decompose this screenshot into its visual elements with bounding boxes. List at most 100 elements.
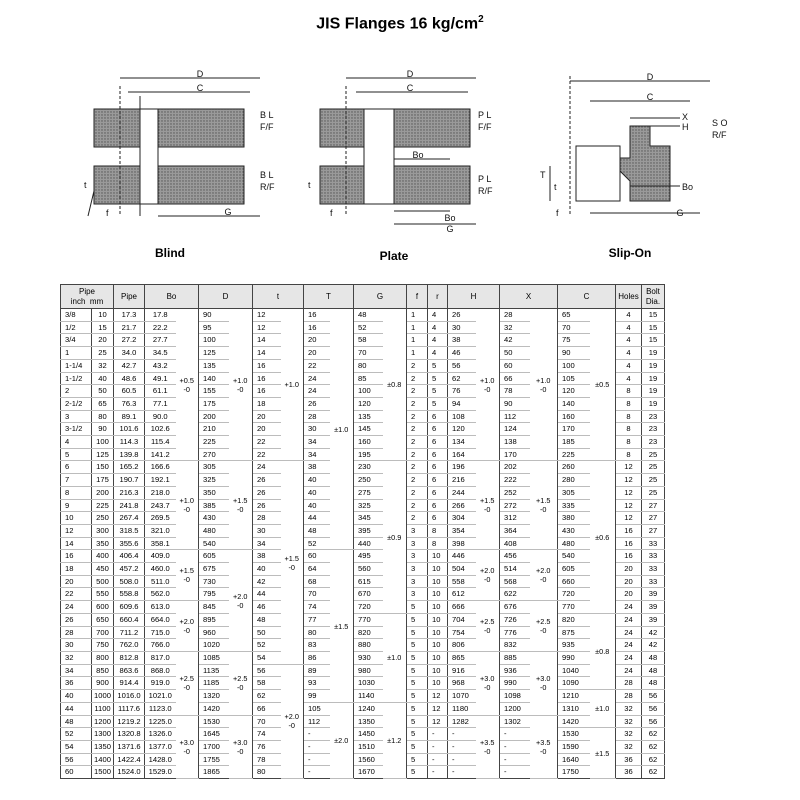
cell-h: 1070 (447, 689, 476, 703)
cell-g: 160 (353, 435, 383, 449)
cell-d: 175 (198, 397, 229, 411)
cell-t: 58 (252, 676, 281, 691)
cell-d: 845 (198, 600, 229, 614)
cell-bolt-dia: 33 (641, 562, 665, 576)
cell-mm: 400 (91, 549, 114, 564)
tolerance-g: ±0.8 (382, 308, 407, 462)
cell-bolt-dia: 19 (641, 384, 665, 398)
cell-t: 22 (252, 435, 281, 449)
cell-d: 1420 (198, 702, 229, 716)
cell-t: 62 (252, 689, 281, 703)
header-bo: Bo (144, 284, 199, 309)
tolerance-h: +3.0-0 (475, 651, 500, 716)
cell-inch: 6 (60, 460, 92, 475)
cell-holes: 20 (615, 562, 642, 576)
cell-c: 1210 (557, 689, 590, 703)
cell-T: 64 (303, 562, 330, 576)
cell-r: 10 (427, 638, 448, 652)
cell-bolt-dia: 56 (641, 689, 665, 703)
cell-T: 80 (303, 626, 330, 640)
cell-f: 1 (406, 333, 428, 348)
cell-mm: 125 (91, 448, 114, 462)
cell-d: 385 (198, 499, 229, 513)
cell-c: 260 (557, 460, 590, 475)
cell-d: 960 (198, 626, 229, 640)
cell-h: - (447, 753, 476, 767)
cell-x: 78 (499, 384, 530, 398)
cell-holes: 16 (615, 549, 642, 564)
dim-g-label: G (446, 224, 453, 234)
cell-d: 90 (198, 308, 229, 322)
cell-h: 108 (447, 410, 476, 424)
cell-h: - (447, 727, 476, 741)
cell-r: 6 (427, 499, 448, 513)
cell-inch: 2-1/2 (60, 397, 92, 411)
tolerance-g: ±1.0 (382, 613, 407, 703)
cell-h: 612 (447, 587, 476, 602)
cell-g: 195 (353, 448, 383, 462)
cell-t: 12 (252, 308, 281, 322)
cell-t: 52 (252, 638, 281, 652)
tolerance-h: +1.5-0 (475, 460, 500, 551)
cell-bo: 868.0 (144, 664, 176, 678)
cell-f: 2 (406, 384, 428, 398)
dim-d-label: D (197, 69, 204, 79)
dim-d-label: D (647, 72, 654, 82)
cell-c: 820 (557, 613, 590, 627)
cell-d: 1755 (198, 753, 229, 767)
cell-bolt-dia: 33 (641, 549, 665, 564)
cell-holes: 24 (615, 651, 642, 665)
cell-mm: 600 (91, 600, 114, 614)
cell-c: 770 (557, 600, 590, 614)
cell-t: 28 (252, 511, 281, 525)
cell-d: 540 (198, 537, 229, 551)
cell-holes: 12 (615, 511, 642, 525)
dim-d-label: D (407, 69, 414, 79)
cell-pipe-od: 406.4 (113, 549, 145, 564)
cell-bolt-dia: 19 (641, 397, 665, 411)
cell-inch: 16 (60, 549, 92, 564)
cell-h: 216 (447, 473, 476, 487)
cell-bolt-dia: 15 (641, 333, 665, 348)
cell-d: 140 (198, 372, 229, 386)
cell-x: - (499, 727, 530, 741)
cell-d: 135 (198, 359, 229, 373)
cell-f: 5 (406, 740, 428, 754)
header-holes: Holes (615, 284, 642, 309)
cell-bolt-dia: 62 (641, 727, 665, 741)
cell-T: 70 (303, 587, 330, 602)
cell-bo: 269.5 (144, 511, 176, 525)
cell-x: 676 (499, 600, 530, 614)
cell-g: 1350 (353, 715, 383, 729)
cell-holes: 8 (615, 448, 642, 462)
cell-f: 3 (406, 524, 428, 538)
cell-bolt-dia: 27 (641, 499, 665, 513)
cell-bolt-dia: 19 (641, 346, 665, 360)
cell-pipe-od: 241.8 (113, 499, 145, 513)
cell-t: 12 (252, 321, 281, 335)
cell-T: 99 (303, 689, 330, 703)
tolerance-d: +1.5-0 (228, 460, 253, 551)
tolerance-bo: +0.5-0 (175, 308, 199, 462)
cell-g: 440 (353, 537, 383, 551)
dim-f-label: f (106, 208, 109, 218)
tolerance-c: ±0.8 (589, 613, 616, 691)
cell-mm: 300 (91, 524, 114, 538)
cell-c: 305 (557, 486, 590, 500)
cell-x: 90 (499, 397, 530, 411)
cell-mm: 150 (91, 460, 114, 475)
cell-bolt-dia: 48 (641, 664, 665, 678)
cell-mm: 750 (91, 638, 114, 652)
cell-h: 446 (447, 549, 476, 564)
plate-ff-label-1: P L (478, 110, 491, 120)
cell-d: 1135 (198, 664, 229, 678)
cell-h: 666 (447, 600, 476, 614)
tolerance-x: +2.0-0 (529, 549, 558, 602)
cell-r: 10 (427, 587, 448, 602)
cell-c: 1090 (557, 676, 590, 691)
